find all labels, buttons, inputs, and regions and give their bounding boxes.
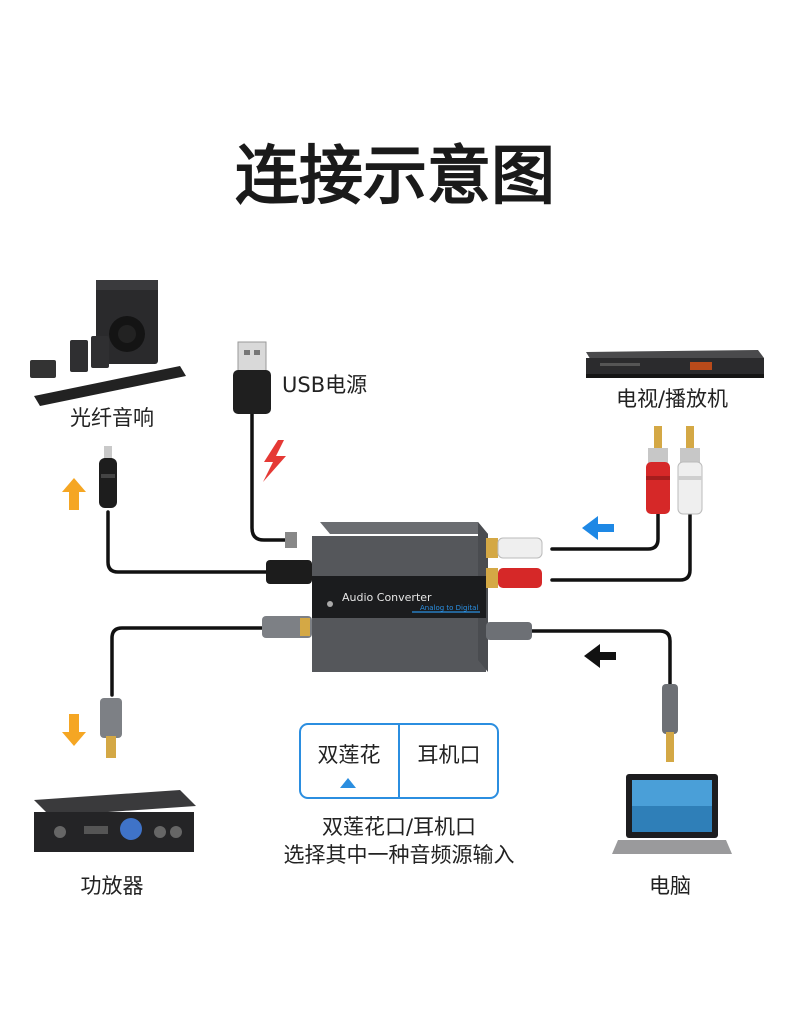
speakers-label: 光纤音响 bbox=[70, 406, 154, 430]
device-sub-text: Analog to Digital bbox=[420, 604, 478, 612]
arrow-up-icon bbox=[62, 478, 86, 510]
arrow-down-icon bbox=[62, 714, 86, 746]
device-brand-text: Audio Converter bbox=[342, 591, 432, 604]
tv-player-label: 电视/播放机 bbox=[616, 387, 728, 411]
rca-plug-icon bbox=[646, 426, 670, 514]
optical-plug-icon bbox=[100, 698, 122, 758]
rca-red-cable bbox=[550, 510, 692, 582]
selector-note-line2: 选择其中一种音频源输入 bbox=[284, 843, 515, 867]
aux-cable bbox=[528, 629, 672, 688]
amplifier-label: 功放器 bbox=[81, 874, 144, 898]
usb-plug-icon bbox=[233, 341, 271, 414]
coax-port-plug bbox=[262, 616, 312, 638]
page-title: 连接示意图 bbox=[235, 140, 555, 214]
lightning-bolt-icon bbox=[263, 440, 286, 482]
usb-power-label: USB电源 bbox=[282, 373, 367, 397]
laptop-icon bbox=[612, 774, 732, 854]
selector-option-rca: 双莲花 bbox=[318, 743, 381, 767]
usb-cable bbox=[250, 410, 292, 542]
aux-plug-icon bbox=[662, 684, 678, 762]
coax-cable bbox=[110, 626, 264, 697]
cables bbox=[106, 410, 692, 697]
optical-cable bbox=[106, 510, 270, 574]
input-selector: 双莲花 耳机口 bbox=[299, 723, 499, 799]
rca-white-cable bbox=[550, 510, 660, 551]
selector-triangle-icon bbox=[340, 778, 356, 788]
usb-port-plug bbox=[285, 532, 297, 548]
optical-plug-icon bbox=[99, 446, 117, 508]
amplifier-icon bbox=[34, 790, 196, 852]
selector-option-headphone: 耳机口 bbox=[418, 743, 481, 767]
arrow-left-icon bbox=[584, 644, 616, 668]
soundbar-system-icon bbox=[30, 280, 186, 406]
selector-note-line1: 双莲花口/耳机口 bbox=[322, 815, 476, 839]
arrow-left-icon bbox=[582, 516, 614, 540]
computer-label: 电脑 bbox=[649, 874, 691, 898]
rca-plug-icon bbox=[677, 426, 703, 515]
dvd-player-icon bbox=[586, 350, 764, 378]
audio-converter-device: Audio Converter Analog to Digital bbox=[262, 522, 543, 672]
optical-port-plug bbox=[266, 560, 312, 584]
